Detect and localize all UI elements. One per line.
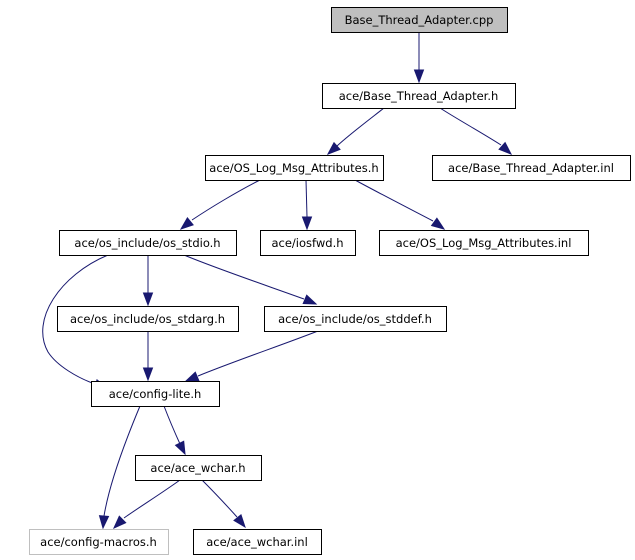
graph-node-n5[interactable]: ace/iosfwd.h	[260, 230, 356, 256]
node-label: ace/OS_Log_Msg_Attributes.inl	[396, 236, 572, 250]
graph-node-n6[interactable]: ace/OS_Log_Msg_Attributes.inl	[379, 230, 589, 256]
node-box	[264, 306, 447, 332]
node-box	[432, 155, 631, 181]
nodes-layer: Base_Thread_Adapter.cpp ace/Base_Thread_A…	[29, 7, 631, 555]
node-box	[59, 230, 237, 256]
node-box	[29, 529, 169, 555]
graph-node-n9[interactable]: ace/config-lite.h	[91, 381, 220, 407]
edge-arrowhead	[302, 294, 318, 305]
graph-node-n2[interactable]: ace/OS_Log_Msg_Attributes.h	[205, 155, 384, 181]
edge-n2-n4	[179, 179, 261, 230]
edge-arrowhead	[301, 216, 313, 231]
edge-arrowhead	[142, 292, 154, 307]
node-label: Base_Thread_Adapter.cpp	[345, 13, 494, 27]
edge-arrowhead	[142, 367, 154, 382]
edge-line	[336, 107, 385, 147]
node-label: ace/config-macros.h	[40, 535, 157, 549]
graph-node-n3[interactable]: ace/Base_Thread_Adapter.inl	[432, 155, 631, 181]
node-label: ace/ace_wchar.h	[150, 461, 245, 475]
node-label: ace/ace_wchar.inl	[206, 535, 308, 549]
edge-arrowhead	[498, 141, 513, 155]
edge-line	[201, 479, 238, 518]
edge-arrowhead	[233, 513, 246, 529]
edge-n4-n7	[142, 255, 154, 307]
edge-arrowhead	[184, 371, 200, 382]
edge-arrowhead	[326, 141, 341, 155]
node-box	[193, 529, 322, 555]
edge-line	[439, 107, 502, 146]
edge-arrowhead	[430, 217, 446, 230]
node-label: ace/OS_Log_Msg_Attributes.h	[209, 161, 378, 175]
edge-line	[183, 254, 305, 300]
edge-n1-n2	[326, 107, 385, 155]
node-label: ace/os_include/os_stddef.h	[278, 312, 432, 326]
graph-node-n0[interactable]: Base_Thread_Adapter.cpp	[331, 7, 508, 33]
edge-arrowhead	[179, 217, 194, 230]
graph-node-n1[interactable]: ace/Base_Thread_Adapter.h	[322, 83, 516, 109]
edge-n10-n12	[201, 479, 246, 529]
node-label: ace/os_include/os_stdio.h	[74, 236, 220, 250]
graph-node-n4[interactable]: ace/os_include/os_stdio.h	[59, 230, 237, 256]
node-label: ace/Base_Thread_Adapter.h	[339, 89, 499, 103]
node-label: ace/os_include/os_stdarg.h	[70, 312, 225, 326]
node-box	[260, 230, 356, 256]
edge-n1-n3	[439, 107, 513, 155]
edge-line	[163, 405, 181, 445]
graph-node-n12[interactable]: ace/ace_wchar.inl	[193, 529, 322, 555]
node-box	[205, 155, 384, 181]
graph-node-n7[interactable]: ace/os_include/os_stdarg.h	[57, 306, 239, 332]
edge-n2-n6	[354, 179, 446, 230]
edge-line	[354, 179, 434, 222]
edge-n0-n1	[413, 32, 425, 84]
node-box	[331, 7, 508, 33]
edge-line	[197, 330, 319, 377]
edge-line	[103, 405, 141, 517]
node-box	[57, 306, 239, 332]
node-box	[322, 83, 516, 109]
edge-n9-n10	[163, 405, 186, 456]
graph-node-n8[interactable]: ace/os_include/os_stddef.h	[264, 306, 447, 332]
edge-line	[191, 179, 261, 221]
edge-n7-n9	[142, 331, 154, 382]
node-box	[135, 455, 262, 481]
edge-n4-n8	[183, 254, 318, 305]
node-label: ace/iosfwd.h	[271, 236, 343, 250]
edge-n9-n11	[98, 405, 141, 530]
edge-arrowhead	[98, 515, 110, 530]
edge-line	[305, 179, 308, 218]
graph-node-n10[interactable]: ace/ace_wchar.h	[135, 455, 262, 481]
graph-node-n11: ace/config-macros.h	[29, 529, 169, 555]
edge-arrowhead	[413, 69, 425, 84]
node-label: ace/Base_Thread_Adapter.inl	[448, 161, 614, 175]
edge-arrowhead	[174, 440, 186, 456]
edge-n2-n5	[301, 179, 313, 231]
edge-arrowhead	[112, 515, 127, 530]
edge-n8-n9	[184, 330, 319, 382]
node-box	[379, 230, 589, 256]
edge-line	[123, 479, 181, 519]
node-label: ace/config-lite.h	[109, 387, 202, 401]
node-box	[91, 381, 220, 407]
edge-line	[42, 254, 109, 385]
edge-n10-n11	[112, 479, 181, 530]
